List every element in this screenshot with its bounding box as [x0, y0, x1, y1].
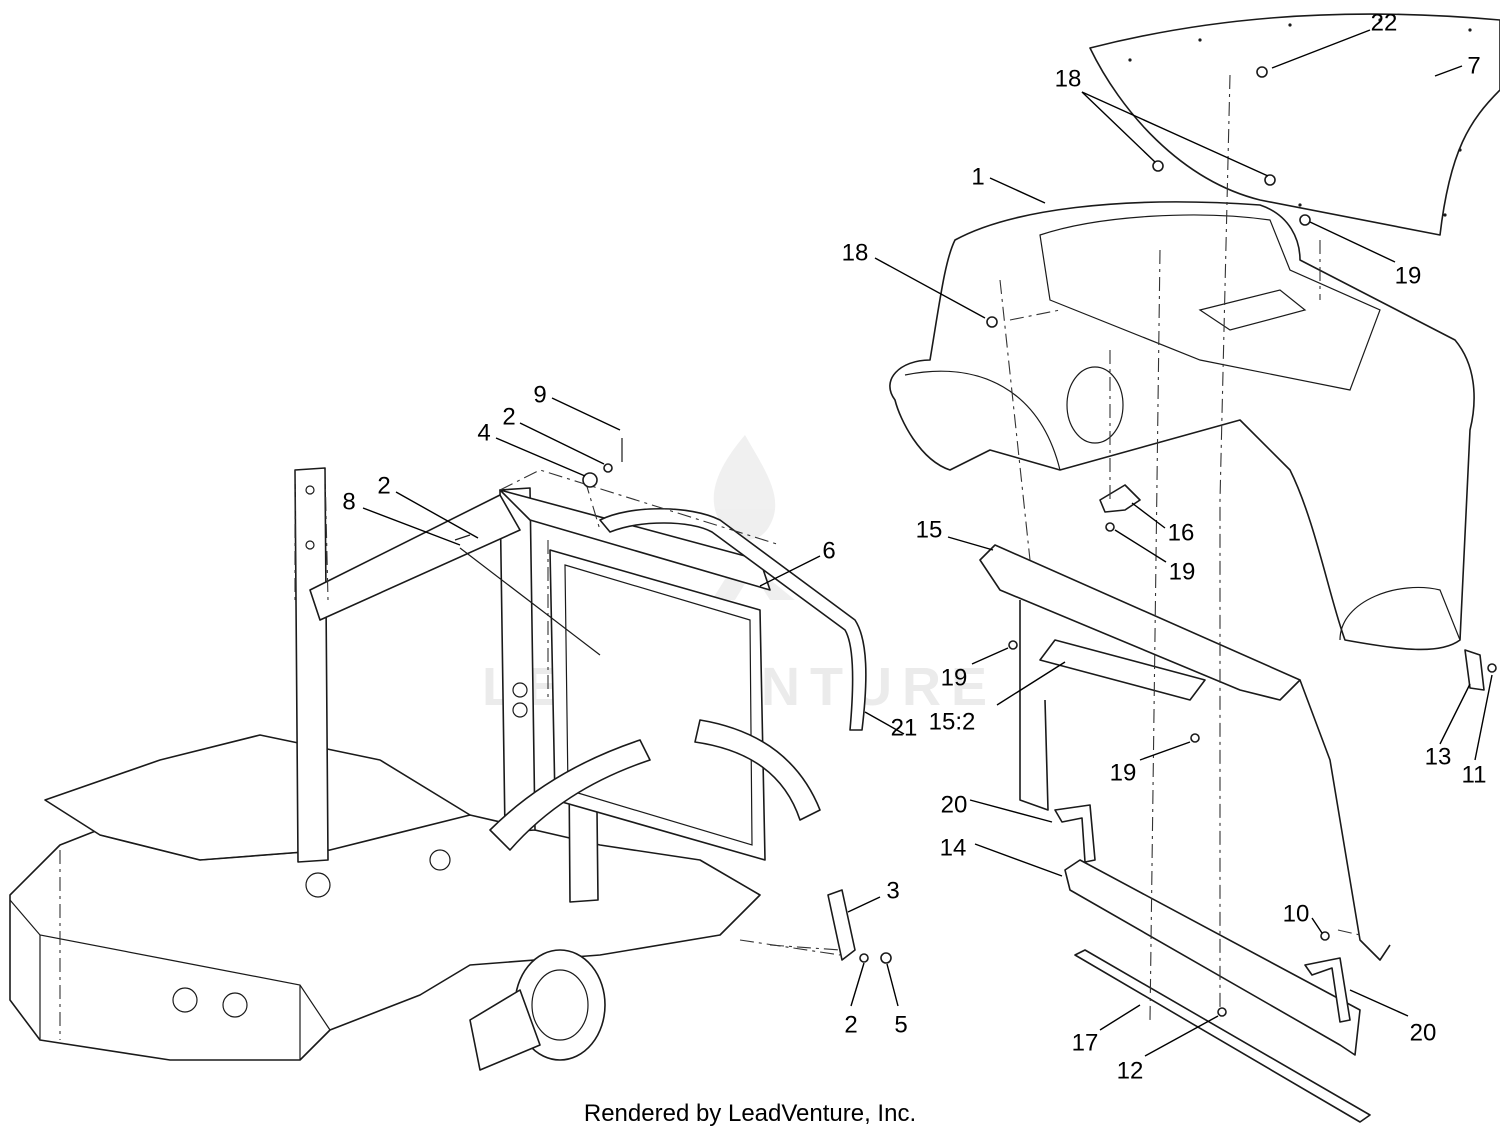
callout-label: 6	[822, 537, 835, 564]
callout-label: 3	[886, 877, 899, 904]
footer-credit: Rendered by LeadVenture, Inc.	[583, 1100, 917, 1127]
callout-label: 2	[502, 403, 515, 430]
leader-lines	[362, 29, 1493, 1057]
callout-label: 14	[940, 834, 967, 861]
callout-label: 15:2	[929, 708, 976, 735]
callout-label: 7	[1467, 52, 1480, 79]
callout-label: 2	[844, 1011, 857, 1038]
callout-label: 21	[891, 714, 918, 741]
hood-assembly	[889, 13, 1500, 1123]
callout-label: 1	[971, 163, 984, 190]
callout-label: 20	[1410, 1019, 1437, 1046]
callout-label: 12	[1117, 1057, 1144, 1084]
callout-label: 5	[894, 1011, 907, 1038]
callout-label: 20	[941, 791, 968, 818]
callout-label: 19	[1110, 759, 1137, 786]
callout-label: 8	[342, 488, 355, 515]
callout-label: 19	[941, 664, 968, 691]
callout-label: 10	[1283, 900, 1310, 927]
callout-label: 18	[1055, 65, 1082, 92]
callout-label: 11	[1462, 761, 1487, 788]
callout-label: 15	[916, 516, 943, 543]
callout-label: 17	[1072, 1029, 1099, 1056]
bracket-part-3	[769, 889, 892, 964]
callout-label: 19	[1169, 558, 1196, 585]
callout-label: 4	[477, 419, 490, 446]
callout-label: 16	[1168, 519, 1195, 546]
callout-label: 18	[842, 239, 869, 266]
callout-label: 19	[1395, 262, 1422, 289]
callout-labels: 22718118199242816156191915:2211311192014…	[342, 9, 1486, 1084]
callout-label: 2	[377, 472, 390, 499]
frame-assembly	[9, 438, 867, 1071]
flame-logo-icon	[712, 435, 795, 600]
callout-label: 22	[1371, 9, 1398, 36]
callout-label: 9	[533, 381, 546, 408]
callout-label: 13	[1425, 743, 1452, 770]
